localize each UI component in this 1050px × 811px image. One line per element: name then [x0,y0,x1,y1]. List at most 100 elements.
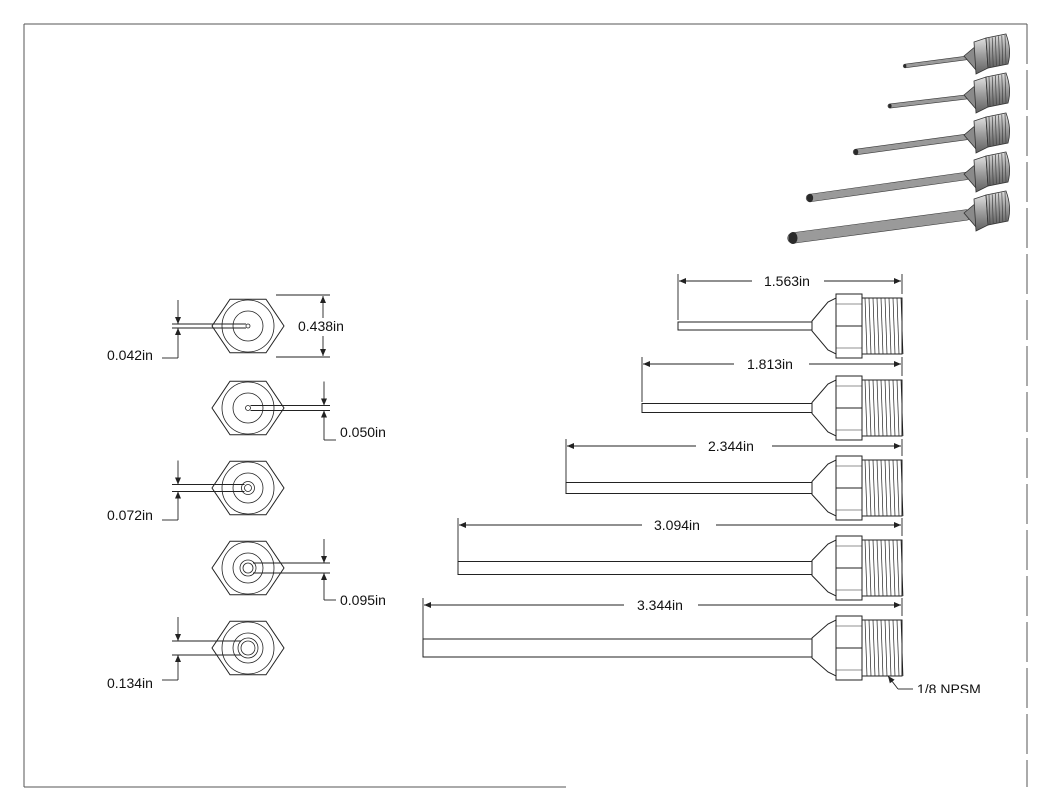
thread-line [864,379,868,437]
bore-label-a: 0.042in [107,347,153,363]
end-view [162,298,285,359]
callout-mask [900,693,1020,707]
thread-line [884,379,888,437]
iso-tube-end [903,64,907,68]
iso-threads [985,151,1010,187]
iso-threads [985,190,1010,226]
iso-thread-line [1004,34,1007,65]
iso-thread-line [991,76,994,106]
iso-thread-line [988,155,991,186]
thread-line [872,459,876,517]
hex-outline [211,620,285,676]
isometric-fitting [902,33,1010,75]
tube [565,482,813,494]
thread-line [892,539,896,597]
tube [457,561,813,575]
overall-width-dimension [276,294,330,358]
cone [811,379,837,437]
thread-line [864,619,868,677]
cone [811,619,837,677]
hex-outline [211,540,285,596]
hex-outline [211,298,285,354]
hex-chamfer-circle [221,461,275,515]
iso-tube-end [888,103,892,109]
hex-outline [211,460,285,516]
thread-line [876,539,880,597]
thread-line [892,379,896,437]
iso-thread-line [995,193,997,223]
iso-hex-nut [973,37,989,75]
end-view [211,380,336,441]
thread-line [888,619,892,677]
thread-line [900,539,904,597]
bore-label-e: 0.134in [107,675,153,691]
thread-line [864,539,868,597]
iso-tube [806,172,970,202]
hex-chamfer-circle [221,299,275,353]
thread-line [888,297,892,355]
thread-line [900,459,904,517]
thread-line [872,379,876,437]
isometric-fitting [787,190,1010,244]
length-label-e: 3.344in [637,597,683,613]
iso-threads [985,112,1010,148]
hex-chamfer-circle [221,541,275,595]
iso-threads [985,33,1010,69]
iso-thread-line [1001,35,1004,65]
thread-line [868,379,872,437]
length-label-a: 1.563in [764,273,810,289]
length-label-d: 3.094in [654,517,700,533]
thread-line [880,539,884,597]
iso-tube [853,134,969,155]
iso-thread-line [1001,74,1004,104]
thread-line [868,619,872,677]
iso-threads [985,72,1010,108]
bore-circle [240,640,256,656]
hex-outline [211,380,285,436]
iso-hex-nut [973,116,989,154]
thread-line [872,619,876,677]
tube-wall-circle [241,481,255,495]
thread-line [876,379,880,437]
iso-thread-line [1001,192,1004,222]
thread-line [888,459,892,517]
thread-line [888,539,892,597]
iso-thread-line [995,36,997,66]
thread-line [880,459,884,517]
thread-line [884,459,888,517]
iso-thread-line [1004,113,1007,144]
thread-line [896,459,900,517]
iso-thread-line [991,116,994,146]
length-label-b: 1.813in [747,356,793,372]
bore-circle [244,484,252,492]
iso-thread-line [988,116,991,147]
thread-line [868,459,872,517]
thread-line [900,379,904,437]
iso-thread-line [995,115,997,145]
side-view [677,274,904,359]
end-view [211,539,336,601]
side-view [422,598,904,681]
iso-thread-line [998,115,1000,145]
thread-line [900,619,904,677]
tube [641,403,813,413]
thread-line [868,539,872,597]
tube-outer-circle [232,310,264,342]
thread-line [876,459,880,517]
iso-thread-line [1004,73,1007,104]
iso-thread-line [988,37,991,68]
iso-thread-line [1001,153,1004,183]
iso-hex-nut [973,155,989,193]
cone [811,459,837,517]
thread-line [872,539,876,597]
thread-line [880,619,884,677]
thread-line [884,297,888,355]
thread-line [880,379,884,437]
iso-thread-line [995,154,997,184]
hex-chamfer-circle [221,381,275,435]
iso-thread-line [995,75,997,105]
iso-thread-line [1004,191,1007,222]
iso-tube-end [853,149,859,155]
iso-hex-nut [973,194,989,232]
